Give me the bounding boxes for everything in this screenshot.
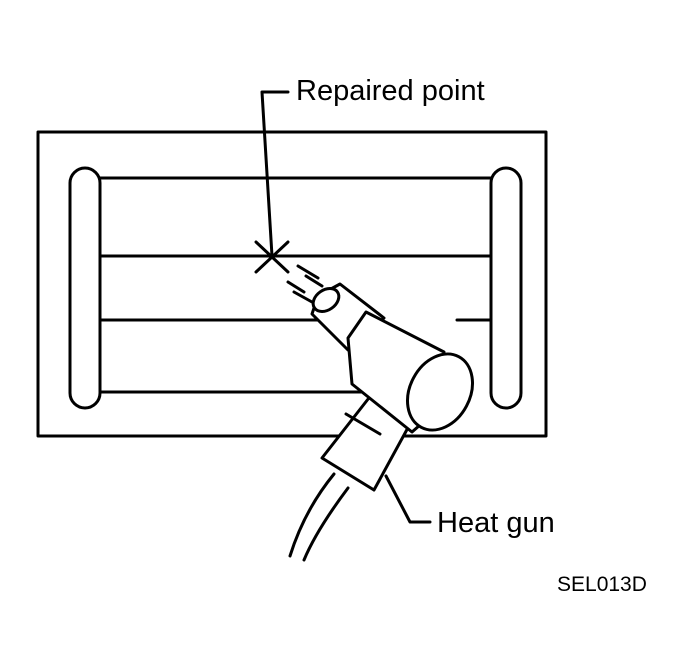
right-bus-bar bbox=[489, 166, 523, 410]
heat-gun-label: Heat gun bbox=[437, 507, 555, 539]
repaired-point-label: Repaired point bbox=[296, 75, 485, 107]
heat-gun-cord bbox=[288, 472, 336, 558]
heat-gun-cord-inner bbox=[302, 486, 350, 562]
heat-gun-leader bbox=[384, 474, 432, 524]
repaired-point-leader bbox=[260, 90, 290, 258]
left-bus-bar bbox=[68, 166, 102, 410]
figure-code: SEL013D bbox=[557, 573, 647, 596]
heat-gun-nozzle-tip bbox=[311, 287, 341, 313]
hot-air-stream bbox=[286, 264, 324, 304]
window-glass-outline bbox=[36, 130, 548, 438]
heat-gun bbox=[288, 282, 474, 562]
heat-gun-rear-end bbox=[406, 352, 474, 432]
